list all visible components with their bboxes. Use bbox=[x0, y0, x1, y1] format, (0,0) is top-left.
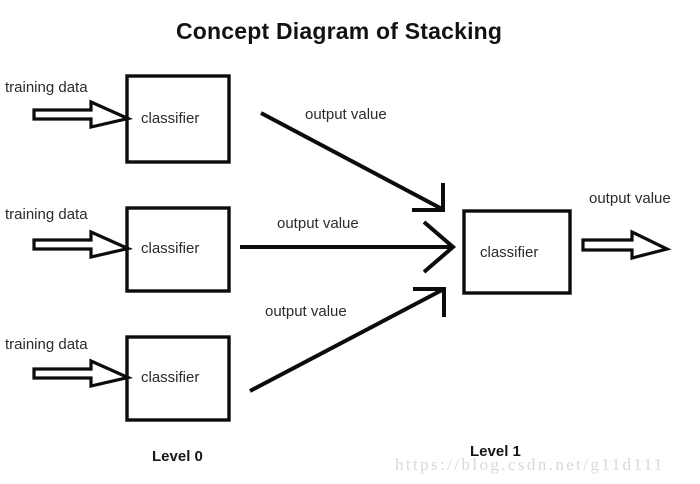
block-arrow-icon-input-1 bbox=[32, 229, 134, 260]
edge-label-output-value-1: output value bbox=[277, 215, 359, 232]
classifier-box-level0-2[interactable] bbox=[125, 335, 231, 422]
edge-level0-1-to-level1 bbox=[240, 220, 457, 274]
classifier-label-level0-1: classifier bbox=[141, 240, 200, 257]
edge-level0-2-to-level1 bbox=[249, 287, 446, 393]
level-1-caption: Level 1 bbox=[470, 443, 521, 460]
block-arrow-icon-input-2 bbox=[32, 358, 134, 389]
classifier-label-level0-2: classifier bbox=[141, 369, 200, 386]
edge-label-output-value-final: output value bbox=[589, 190, 671, 207]
edge-level0-0-to-level1 bbox=[260, 111, 445, 212]
classifier-label-level1: classifier bbox=[480, 244, 539, 261]
watermark-text: https://blog.csdn.net/g11d111 bbox=[395, 455, 665, 474]
level-0-caption: Level 0 bbox=[152, 448, 203, 465]
classifier-label-level0-0: classifier bbox=[141, 110, 200, 127]
edge-label-output-value-2: output value bbox=[265, 303, 347, 320]
training-data-label-0: training data bbox=[5, 79, 88, 96]
page-title: Concept Diagram of Stacking bbox=[176, 18, 503, 44]
training-data-label-1: training data bbox=[5, 206, 88, 223]
block-arrow-icon-input-0 bbox=[32, 99, 134, 130]
edge-label-output-value-0: output value bbox=[305, 106, 387, 123]
classifier-box-level0-1[interactable] bbox=[125, 206, 231, 293]
block-arrow-icon-output-final bbox=[581, 229, 672, 261]
training-data-label-2: training data bbox=[5, 336, 88, 353]
classifier-box-level1[interactable] bbox=[462, 209, 572, 295]
